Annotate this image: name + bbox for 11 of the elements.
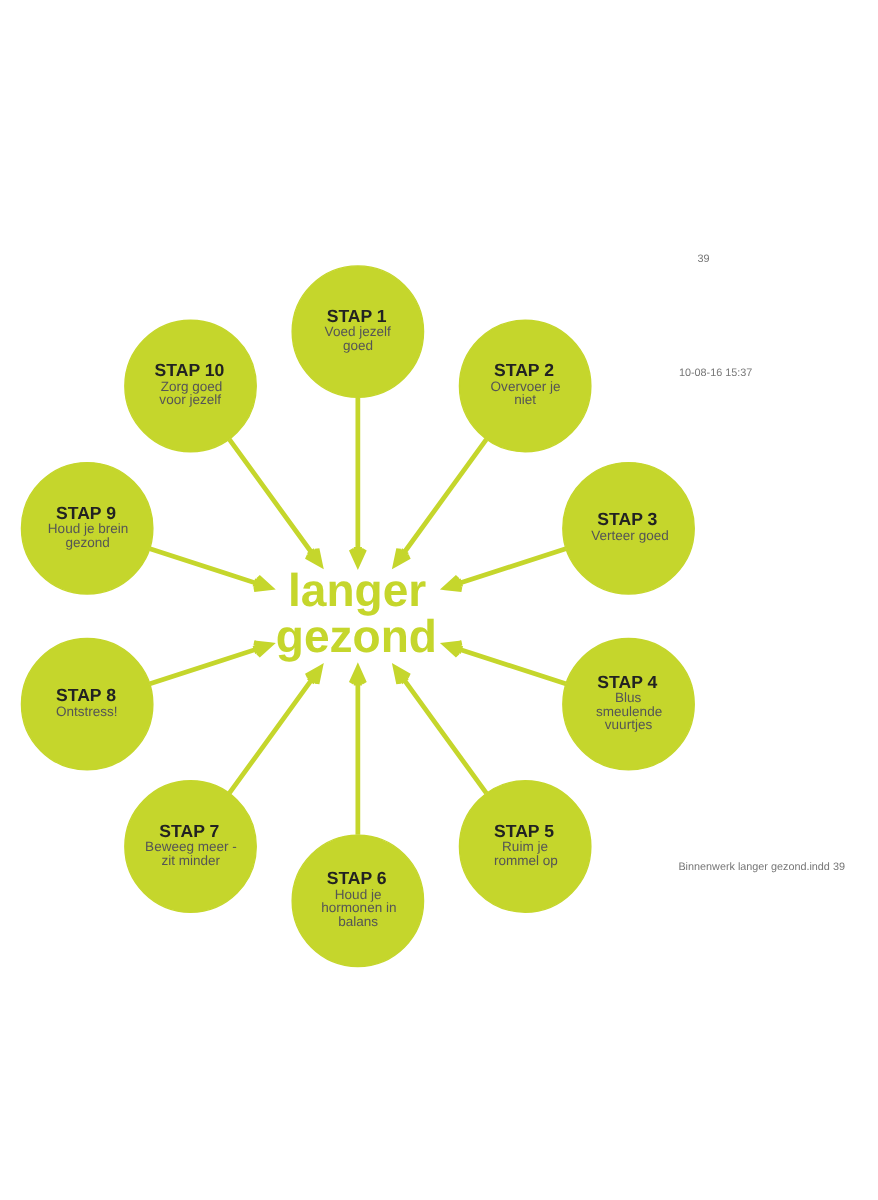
arrow <box>227 437 323 567</box>
arrow <box>392 437 489 567</box>
arrow <box>348 396 367 566</box>
node-text: langer gezond <box>275 562 437 661</box>
arrow <box>443 639 567 686</box>
arrow <box>149 545 273 591</box>
arrow <box>443 545 567 591</box>
arrow <box>392 664 489 794</box>
arrow <box>227 664 323 794</box>
arrow <box>348 664 367 834</box>
arrow <box>149 639 273 686</box>
